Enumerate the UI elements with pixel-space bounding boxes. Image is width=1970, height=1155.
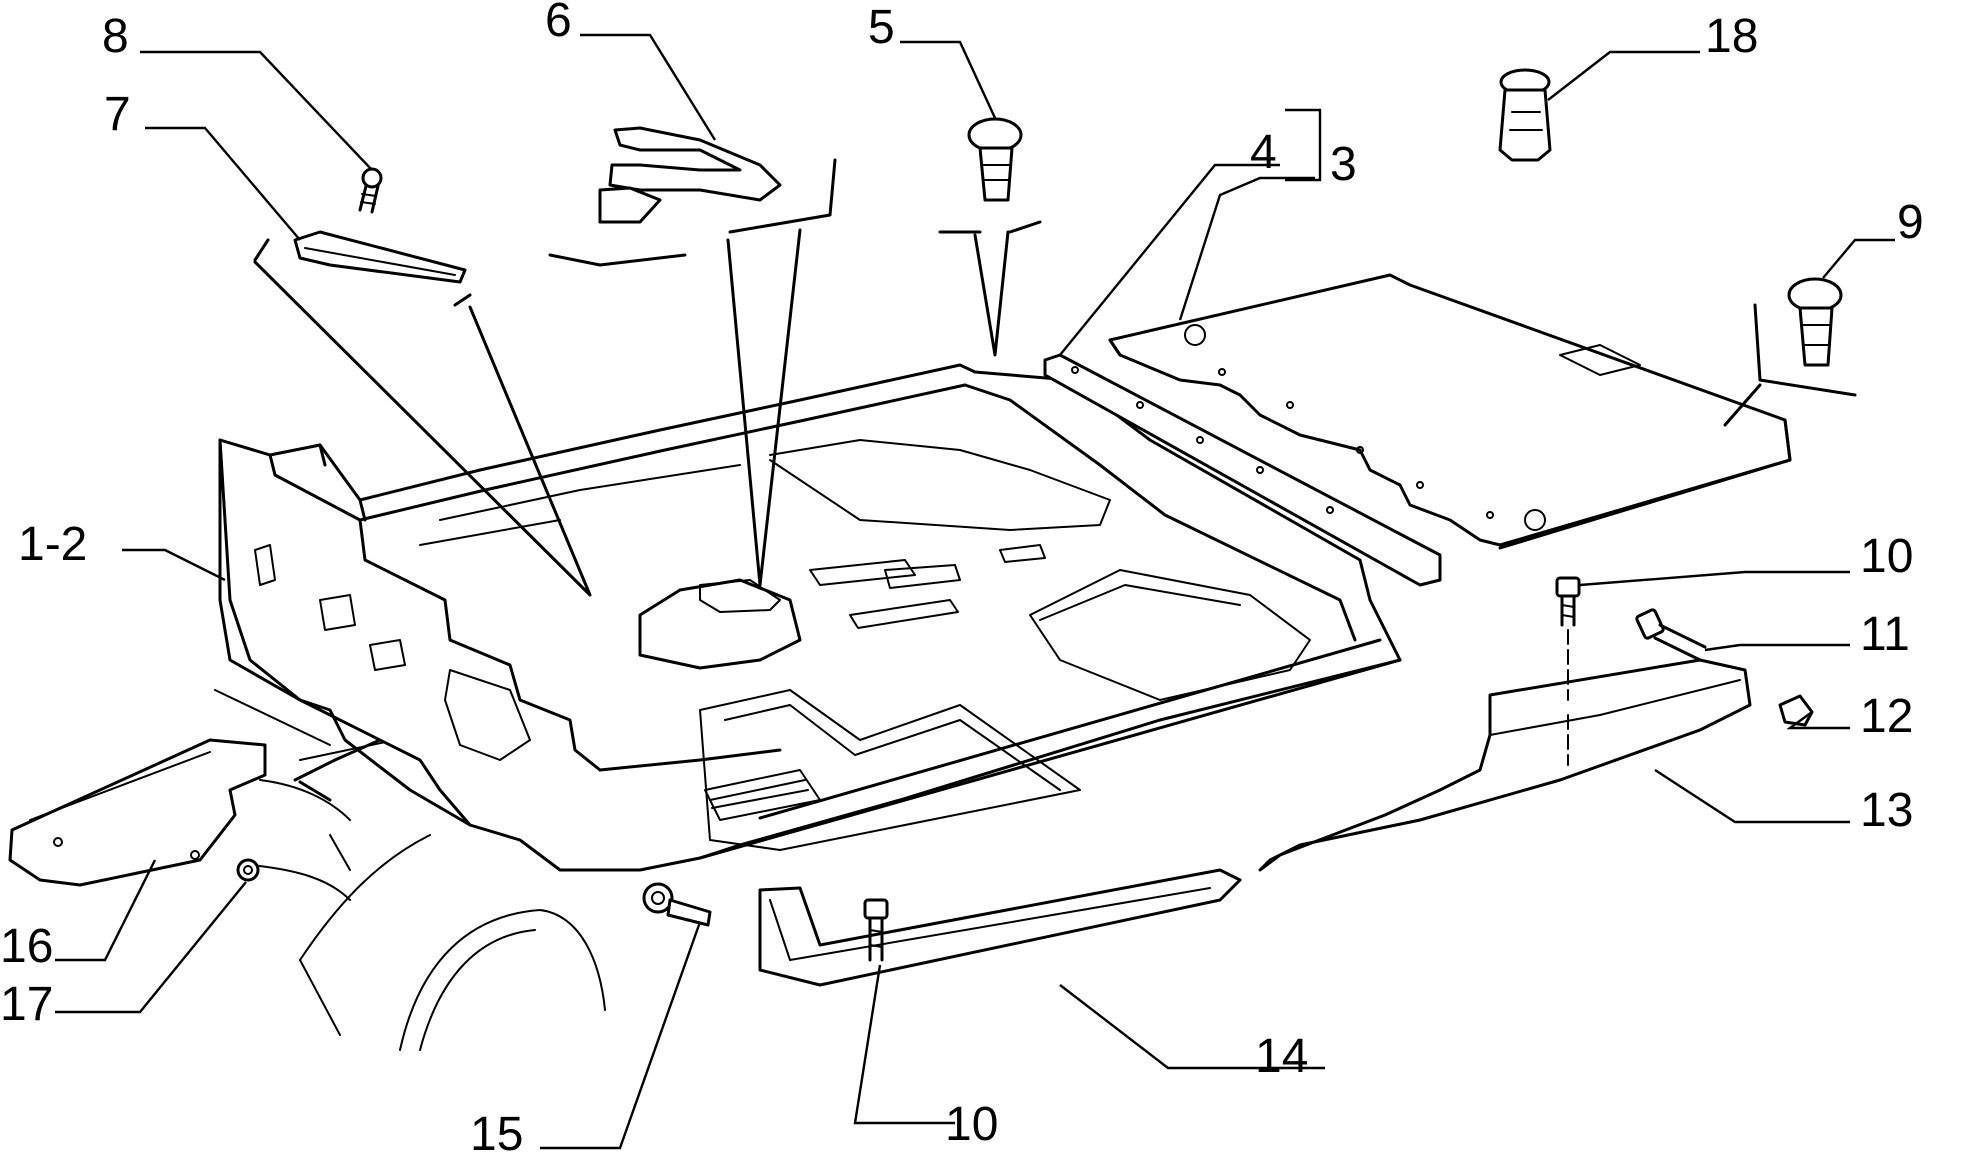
part-14-sill-trim [758,868,1242,987]
callout-14: 14 [1255,1030,1308,1083]
part-18-rivet-nut [1498,68,1552,162]
callout-1-2: 1-2 [18,518,87,571]
callout-12: 12 [1860,690,1913,743]
callout-10-lower: 10 [945,1098,998,1151]
part-5-push-fastener [967,117,1023,202]
callout-18: 18 [1705,10,1758,63]
pointer-wedges [253,158,1857,802]
part-8-screw [358,167,383,214]
part-16-side-bracket [8,738,267,887]
callout-6: 6 [545,0,572,47]
part-10-screw-lower [863,898,889,962]
leader-lines [55,33,1895,1150]
callout-4: 4 [1250,126,1277,179]
part-9-push-fastener [1787,277,1843,367]
callout-9: 9 [1897,196,1924,249]
floor-pan [218,363,1402,872]
callout-13: 13 [1860,784,1913,837]
callout-17: 17 [0,978,53,1031]
part-7-bracket [293,230,467,284]
part-17-fastener [236,858,260,882]
callout-3: 3 [1330,138,1357,191]
car-body-outline [214,689,606,1051]
callout-8: 8 [102,10,129,63]
part-6-clip [598,126,782,224]
part-11-bolt [1635,608,1707,662]
callout-15: 15 [470,1108,523,1155]
callout-7: 7 [104,88,131,141]
part-12-clip [1778,694,1814,727]
part-15-push-nut [642,882,712,927]
part-13-sill-trim [1258,658,1752,872]
part-3-rear-panel [1108,273,1792,550]
part-10-screw-upper [1555,576,1581,627]
callout-10-upper: 10 [1860,530,1913,583]
callout-16: 16 [0,920,53,973]
callout-labels: 8 7 6 5 18 4 3 9 1-2 10 11 12 13 14 10 1… [0,0,1924,1155]
callout-5: 5 [868,1,895,54]
callout-11: 11 [1860,608,1910,661]
